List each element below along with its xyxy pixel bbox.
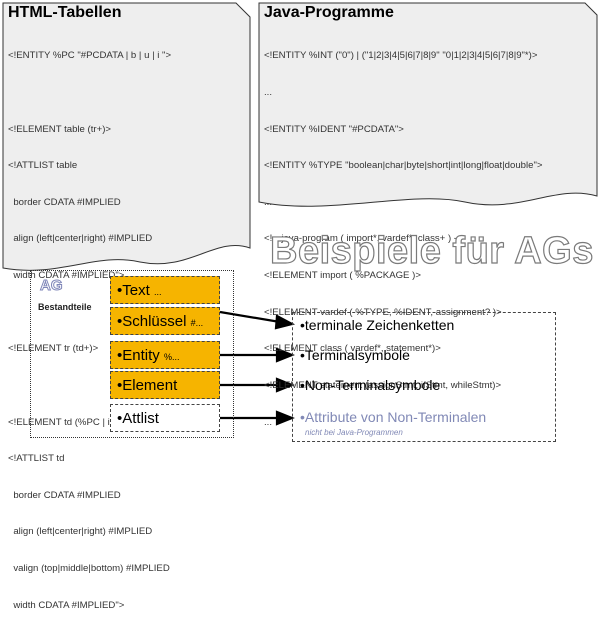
arrow-entity-head	[275, 347, 295, 363]
target-terminalsymbole: •Terminalsymbole	[300, 347, 410, 363]
code-line: <!ENTITY %IDENT "#PCDATA">	[264, 123, 404, 135]
code-line: <!ELEMENT statement (assignStmt, ifStmt,…	[264, 379, 502, 391]
panels-graphic	[2, 2, 598, 426]
box-label: •Element	[117, 377, 178, 394]
box-hint: #...	[190, 318, 204, 328]
target-non-terminalsymbole: •Non-Terminalsymbole	[300, 377, 441, 393]
code-line: <!ENTITY %TYPE "boolean|char|byte|short|…	[264, 160, 543, 172]
code-line: ...	[264, 196, 272, 208]
code-line: width CDATA #IMPLIED">	[8, 599, 125, 611]
java-panel-title: Java-Programme	[264, 4, 394, 21]
arrow-element-head	[275, 377, 295, 393]
box-label: •Schlüssel	[117, 313, 187, 330]
box-entity: •Entity %...	[110, 341, 220, 369]
arrows	[219, 310, 296, 426]
arrow-schluessel-head	[274, 314, 296, 330]
java-panel-shape	[258, 2, 598, 207]
code-line: <!ELEMENT import ( %PACKAGE )>	[264, 270, 421, 282]
code-line: width CDATA #IMPLIED">	[8, 270, 125, 282]
box-text: •Text ...	[110, 276, 220, 304]
java-panel-code: <!ENTITY %INT ("0") | ("1|2|3|4|5|6|7|8|…	[264, 26, 542, 453]
box-label: •Entity	[117, 347, 160, 364]
box-element: •Element	[110, 371, 220, 399]
html-panel-title: HTML-Tabellen	[8, 4, 122, 21]
arrow-schluessel	[219, 310, 281, 324]
box-label: •Attlist	[117, 410, 159, 427]
box-attlist: •Attlist	[110, 404, 220, 432]
html-panel-shape	[2, 2, 251, 271]
code-line: <!ATTLIST td	[8, 453, 65, 465]
ag-sublabel: Bestandteile	[38, 302, 92, 312]
code-line: <!ATTLIST table	[8, 160, 78, 172]
target-frame	[292, 312, 556, 442]
code-line: <!ELEMENT class ( vardef*, statement*)>	[264, 343, 441, 355]
ag-frame	[30, 270, 234, 438]
target-note: nicht bei Java-Programmen	[305, 428, 403, 437]
code-line: <!ELEMENT table (tr+)>	[8, 123, 111, 135]
code-line: <!ENTITY %INT ("0") | ("1|2|3|4|5|6|7|8|…	[264, 50, 538, 62]
code-line: <!ENTITY %PC "#PCDATA | b | u | i ">	[8, 50, 172, 62]
box-label: •Text	[117, 282, 150, 299]
ag-label: AG	[40, 277, 63, 295]
target-terminale-zeichenketten: •terminale Zeichenketten	[300, 317, 455, 333]
code-line: <!ELEMENT tr (td+)>	[8, 343, 99, 355]
code-line: align (left|center|right) #IMPLIED	[8, 526, 153, 538]
code-line: align (left|center|right) #IMPLIED	[8, 233, 153, 245]
code-line: border CDATA #IMPLIED	[8, 196, 121, 208]
arrow-attlist-head	[275, 410, 295, 426]
box-hint: ...	[153, 287, 162, 297]
box-hint: %...	[163, 352, 180, 362]
code-line: border CDATA #IMPLIED	[8, 489, 121, 501]
slide-title: Beispiele für AGs	[269, 229, 594, 272]
code-line: ...	[264, 416, 272, 428]
code-line: <!-- java-program ( import*, vardef*, cl…	[264, 233, 466, 245]
code-line: valign (top|middle|bottom) #IMPLIED	[8, 562, 170, 574]
box-schluessel: •Schlüssel #...	[110, 307, 220, 335]
target-attribute: •Attribute von Non-Terminalen	[300, 409, 487, 425]
code-line: ...	[264, 87, 272, 99]
code-line	[8, 87, 173, 99]
